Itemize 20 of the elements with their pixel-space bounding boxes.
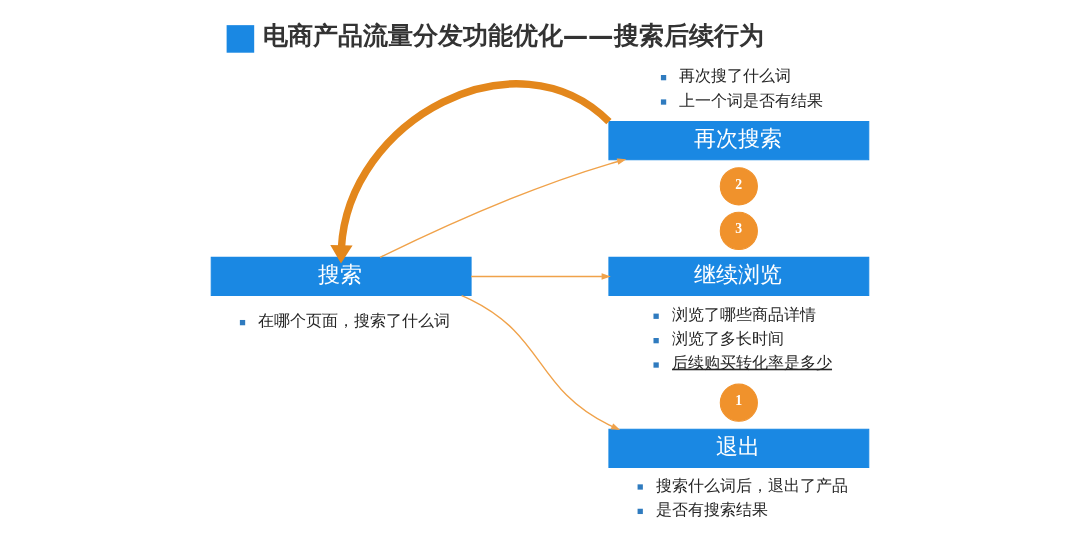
arrow [330,80,612,264]
node-label: 浏览了多长时间 [672,329,785,349]
node-label: 上一个词是否有结果 [679,90,824,110]
arrow [470,273,611,280]
node-label: 在哪个页面，搜索了什么词 [258,311,451,331]
node-circle: 3 [719,211,758,250]
node-label: 是否有搜索结果 [656,500,769,520]
node-label: 再次搜了什么词 [679,66,792,86]
node-circle: 1 [719,383,758,422]
diagram-title: 电商产品流量分发功能优化——搜索后续行为 [262,20,764,51]
node-label: 浏览了哪些商品详情 [672,304,817,324]
node-circle: 2 [719,167,758,206]
arrow [379,158,627,259]
node-label: 后续购买转化率是多少 [672,352,833,372]
node-box: 搜索 [210,256,472,297]
node-box: 继续浏览 [608,256,870,297]
node-box: 退出 [608,428,870,468]
arrow [460,294,621,431]
node-box: 再次搜索 [608,121,870,161]
node-label: 搜索什么词后，退出了产品 [656,475,849,495]
